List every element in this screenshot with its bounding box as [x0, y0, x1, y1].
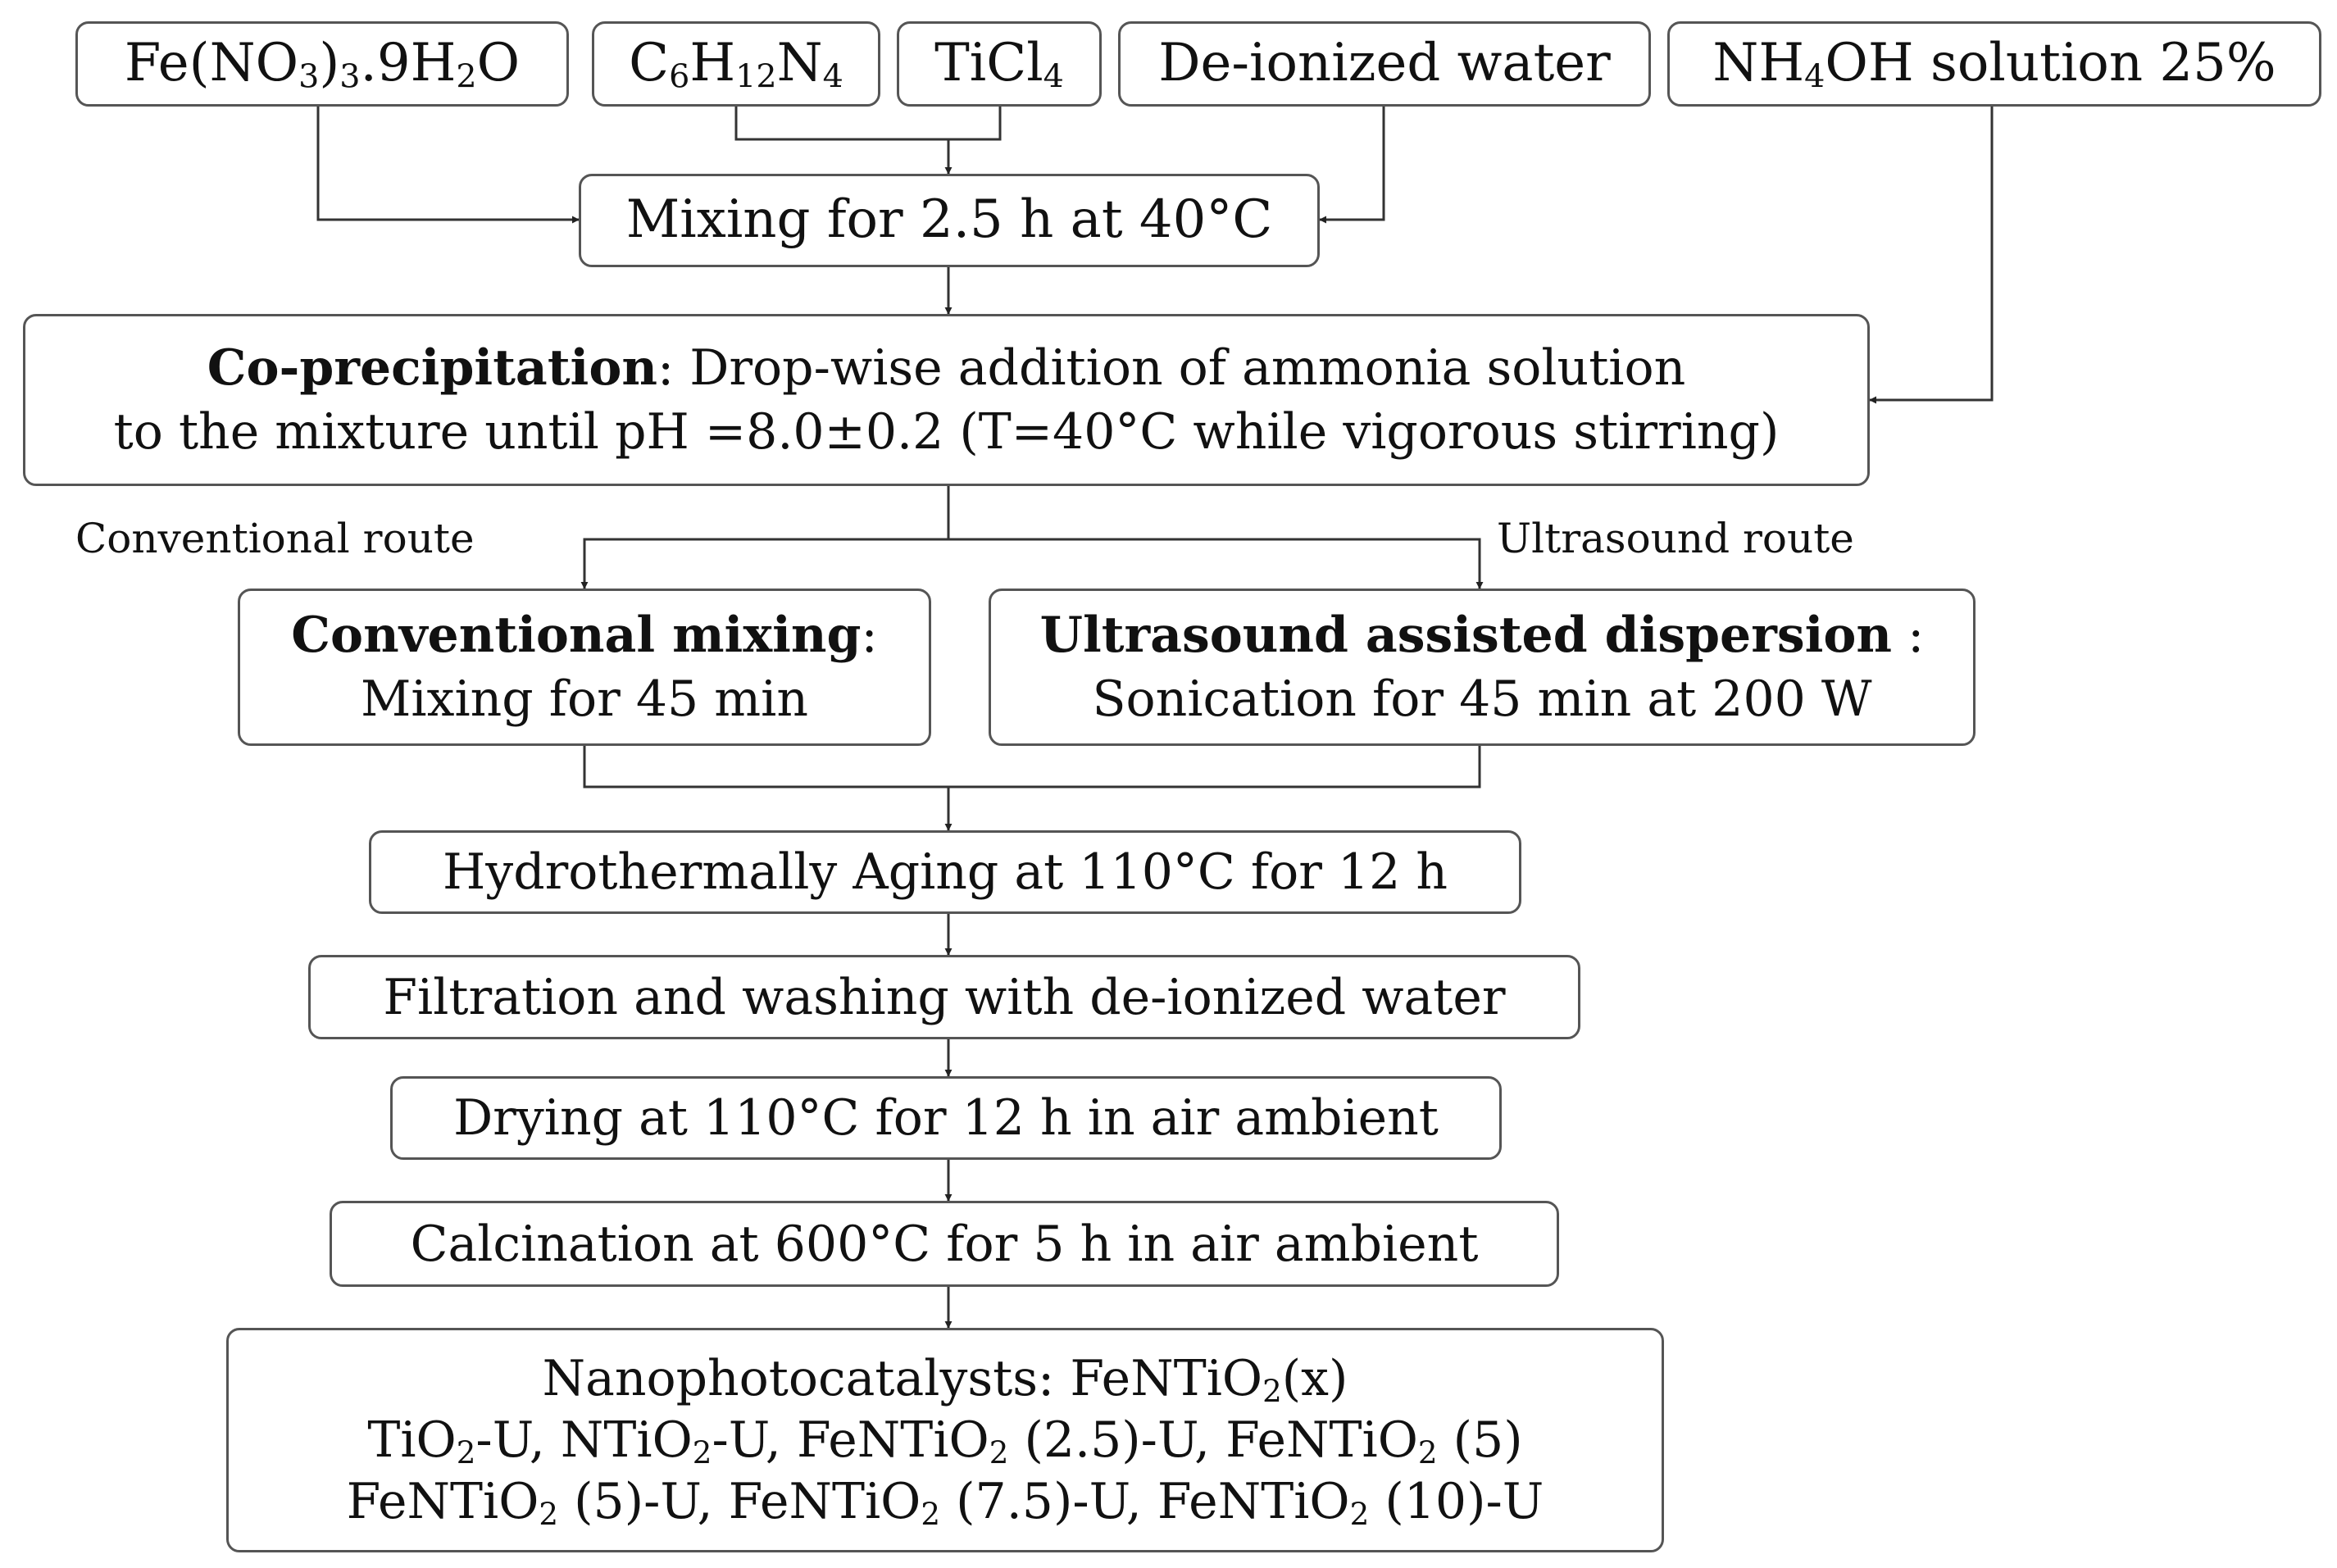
- coprecipitation-heading: Co-precipitation: [207, 339, 657, 397]
- nh4oh-label: NH4OH solution 25%: [1712, 33, 2276, 97]
- products-line-1: Nanophotocatalysts: FeNTiO2(x): [542, 1349, 1348, 1409]
- ticl4-formula: TiCl4: [934, 33, 1064, 97]
- ultrasound-route-label: Ultrasound route: [1497, 515, 1854, 562]
- arrow-split-ultrasound: [948, 538, 1484, 589]
- calcination-step-box: Calcination at 600°C for 5 h in air ambi…: [330, 1201, 1559, 1287]
- products-line-2: TiO2-U, NTiO2-U, FeNTiO2 (2.5)-U, FeNTiO…: [367, 1411, 1523, 1470]
- input-water-box: De-ionized water: [1118, 21, 1651, 107]
- hmta-formula: C6H12N4: [629, 33, 843, 97]
- conventional-mixing-box: Conventional mixing: Mixing for 45 min: [238, 589, 931, 746]
- products-box: Nanophotocatalysts: FeNTiO2(x) TiO2-U, N…: [226, 1328, 1664, 1552]
- drying-step-text: Drying at 110°C for 12 h in air ambient: [453, 1089, 1439, 1147]
- line-routes-merge: [583, 746, 1481, 789]
- aging-step-text: Hydrothermally Aging at 110°C for 12 h: [442, 843, 1448, 901]
- aging-step-box: Hydrothermally Aging at 110°C for 12 h: [369, 830, 1521, 914]
- calcination-step-text: Calcination at 600°C for 5 h in air ambi…: [410, 1215, 1479, 1273]
- input-ticl4-box: TiCl4: [897, 21, 1102, 107]
- filtration-step-text: Filtration and washing with de-ionized w…: [383, 968, 1506, 1026]
- input-fe-nitrate-box: Fe(NO3)3.9H2O: [75, 21, 569, 107]
- mixing-step-box: Mixing for 2.5 h at 40°C: [579, 174, 1320, 267]
- line-hmta-ticl4-join: [734, 107, 1002, 141]
- products-line-3: FeNTiO2 (5)-U, FeNTiO2 (7.5)-U, FeNTiO2 …: [346, 1472, 1544, 1532]
- conventional-route-label: Conventional route: [75, 515, 475, 562]
- ultrasound-dispersion-box: Ultrasound assisted dispersion : Sonicat…: [989, 589, 1976, 746]
- arrow-nh4oh-to-coprecip: [1869, 107, 1994, 404]
- drying-step-box: Drying at 110°C for 12 h in air ambient: [390, 1076, 1502, 1160]
- ultrasound-dispersion-title: Ultrasound assisted dispersion :: [1039, 607, 1925, 664]
- arrow-water-to-mixing: [1319, 107, 1385, 224]
- arrow-split-conventional: [580, 538, 948, 589]
- coprecipitation-line-2: to the mixture until pH =8.0±0.2 (T=40°C…: [113, 403, 1780, 461]
- filtration-step-box: Filtration and washing with de-ionized w…: [308, 955, 1580, 1039]
- conventional-mixing-title: Conventional mixing:: [291, 607, 878, 664]
- ultrasound-dispersion-body: Sonication for 45 min at 200 W: [1092, 670, 1872, 728]
- arrow-fe-to-mixing: [316, 107, 580, 224]
- coprecipitation-box: Co-precipitation: Drop-wise addition of …: [23, 314, 1870, 486]
- fe-nitrate-formula: Fe(NO3)3.9H2O: [124, 33, 521, 97]
- input-hmta-box: C6H12N4: [592, 21, 880, 107]
- coprecipitation-line-1: Co-precipitation: Drop-wise addition of …: [207, 339, 1686, 397]
- mixing-step-text: Mixing for 2.5 h at 40°C: [625, 189, 1273, 251]
- conventional-mixing-body: Mixing for 45 min: [360, 670, 808, 728]
- water-label: De-ionized water: [1158, 33, 1611, 94]
- input-nh4oh-box: NH4OH solution 25%: [1667, 21, 2321, 107]
